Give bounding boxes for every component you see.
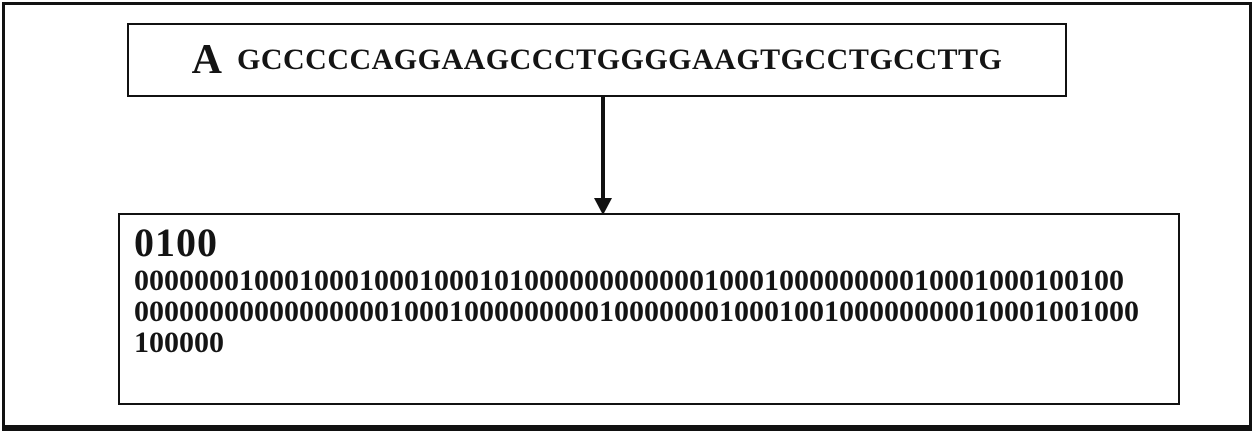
panel-label: A — [191, 37, 223, 83]
dna-sequence: GCCCCCAGGAAGCCCTGGGGAAGTGCCTGCCTTG — [236, 43, 1003, 76]
arrow-stem — [601, 96, 605, 199]
binary-header: 0100 — [134, 220, 218, 265]
binary-box: 0100 00000001000100010001000101000000000… — [118, 213, 1180, 405]
arrow-head-icon — [594, 198, 612, 215]
sequence-box: A GCCCCCAGGAAGCCCTGGGGAAGTGCCTGCCTTG — [127, 23, 1067, 97]
binary-line-1: 0000000100010001000100010100000000000010… — [134, 264, 1124, 297]
binary-line-2: 0000000000000000010001000000000100000001… — [134, 295, 1139, 328]
binary-line-3: 100000 — [134, 326, 224, 359]
